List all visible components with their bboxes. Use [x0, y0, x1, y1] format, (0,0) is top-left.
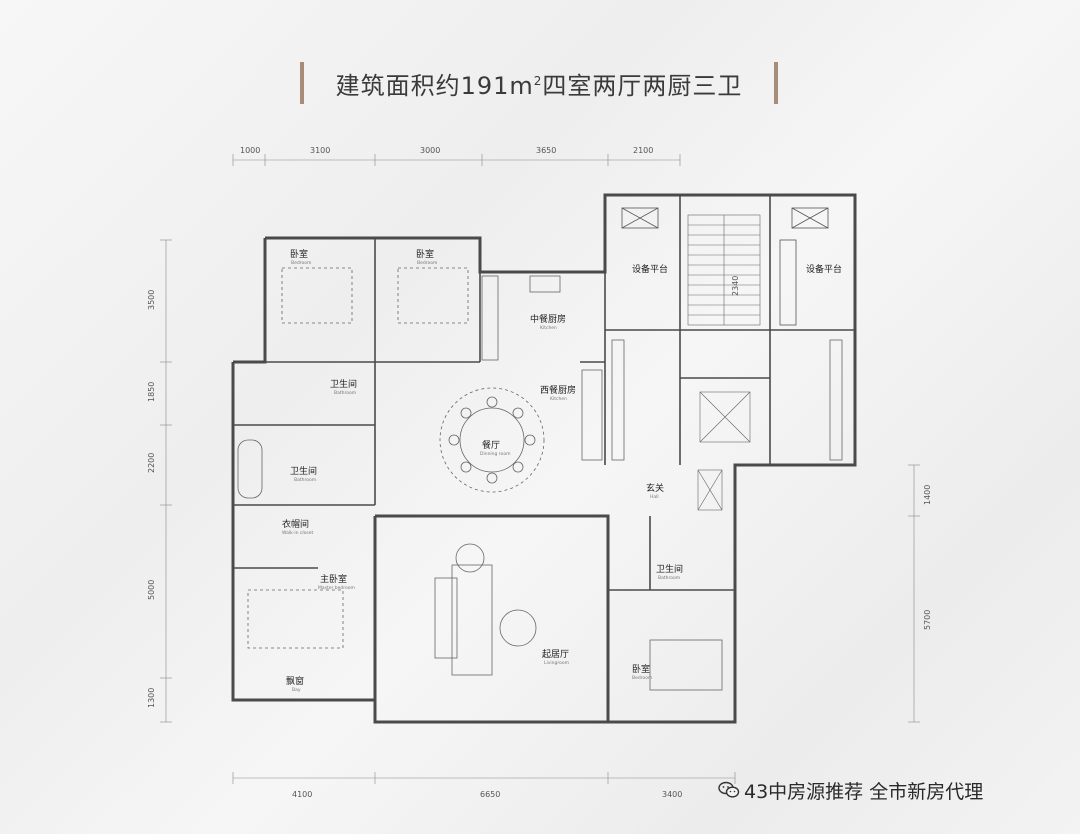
room-western-kitchen: 西餐厨房 [540, 384, 576, 396]
watermark: 43中房源推荐 全市新房代理 [718, 776, 1058, 804]
dim-top-1: 1000 [240, 146, 260, 155]
equipment-units [621, 207, 829, 326]
svg-text:Hall: Hall [650, 494, 659, 500]
top-dimensions: 1000 3100 3000 3650 2100 [240, 146, 653, 155]
dim-left-2: 1850 [147, 382, 156, 402]
dim-right-2: 5700 [923, 610, 932, 630]
room-living: 起居厅 [542, 649, 569, 660]
title-text: 建筑面积约191m2四室两厅两厨三卫 [335, 71, 743, 100]
svg-text:Kitchen: Kitchen [550, 396, 567, 402]
dim-left-3: 2200 [147, 453, 156, 473]
svg-text:Bathroom: Bathroom [294, 477, 316, 483]
beds [247, 267, 723, 691]
room-bathroom-3: 卫生间 [656, 563, 683, 575]
room-bedroom-3: 卧室 [632, 663, 650, 675]
bottom-dimensions: 4100 6650 3400 [292, 790, 682, 799]
plan-title: 建筑面积约191m2四室两厅两厨三卫 [300, 62, 778, 104]
room-equipment-2: 设备平台 [806, 263, 842, 275]
title-bar-right [774, 62, 778, 104]
room-chinese-kitchen: 中餐厨房 [530, 313, 566, 325]
walls [231, 193, 857, 724]
room-bedroom-1: 卧室 [290, 248, 308, 260]
room-dining: 餐厅 [482, 439, 500, 451]
room-equipment-1: 设备平台 [632, 263, 668, 275]
dimension-lines [160, 154, 920, 784]
room-labels: 卧室 Bedroom 卧室 Bedroom 中餐厨房 Kitchen 西餐厨房 … [282, 248, 842, 693]
svg-text:Kitchen: Kitchen [540, 325, 557, 331]
svg-text:Master bedroom: Master bedroom [318, 585, 355, 591]
dim-right-1: 1400 [923, 485, 932, 505]
room-master-bedroom: 主卧室 [320, 573, 347, 585]
living-sofa [434, 543, 537, 676]
dining-table [439, 387, 545, 493]
right-dimensions: 1400 5700 [923, 485, 932, 630]
dim-left-1: 3500 [147, 290, 156, 310]
room-bay-window: 飘窗 [286, 675, 304, 687]
stairwell [687, 214, 761, 511]
title-bar-left [300, 62, 304, 104]
dim-top-2: 3100 [310, 146, 330, 155]
dim-bottom-2: 6650 [480, 790, 500, 799]
bathtub [237, 439, 263, 499]
stair-dimension: 2340 [731, 276, 740, 296]
svg-text:Livingroom: Livingroom [544, 660, 569, 666]
dim-top-3: 3000 [420, 146, 440, 155]
room-walkin-closet: 衣帽间 [282, 518, 309, 530]
dim-top-5: 2100 [633, 146, 653, 155]
watermark-text: 43中房源推荐 全市新房代理 [744, 780, 984, 803]
interior-walls [233, 195, 855, 591]
dim-bottom-1: 4100 [292, 790, 312, 799]
svg-text:Bay: Bay [292, 687, 301, 693]
svg-text:Bedroom: Bedroom [417, 260, 437, 266]
dim-left-5: 1300 [147, 688, 156, 708]
svg-text:Bedroom: Bedroom [291, 260, 311, 266]
room-bedroom-2: 卧室 [416, 248, 434, 260]
dim-top-4: 3650 [536, 146, 556, 155]
svg-text:Bathroom: Bathroom [658, 575, 680, 581]
room-hall: 玄关 [646, 482, 664, 494]
svg-text:Bedroom: Bedroom [632, 675, 652, 681]
svg-text:Bathroom: Bathroom [334, 390, 356, 396]
left-dimensions: 3500 1850 2200 5000 1300 [147, 290, 156, 708]
wechat-logo-icon [718, 781, 740, 798]
svg-text:Walk-in closet: Walk-in closet [282, 530, 314, 536]
dim-left-4: 5000 [147, 580, 156, 600]
room-bathroom-2: 卫生间 [290, 465, 317, 477]
svg-text:Dinning room: Dinning room [480, 451, 510, 457]
dim-bottom-3: 3400 [662, 790, 682, 799]
kitchen-counters [481, 275, 843, 461]
room-bathroom-1: 卫生间 [330, 378, 357, 390]
